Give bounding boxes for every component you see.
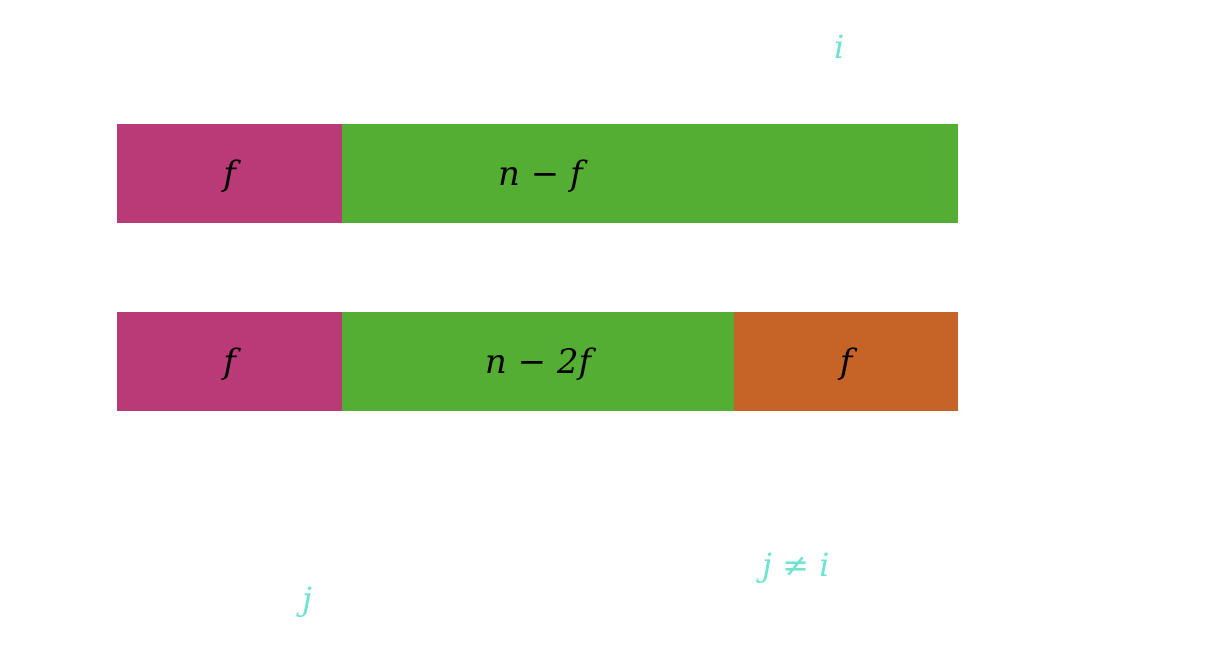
segment-other: f xyxy=(734,312,958,411)
segment-faulty: f xyxy=(117,312,342,411)
segment-correct: n − 2f xyxy=(342,312,734,411)
segment-correct: n − f xyxy=(342,124,958,223)
label-j: j xyxy=(302,580,312,618)
segment-faulty: f xyxy=(117,124,342,223)
label-j-neq-i: j ≠ i xyxy=(762,546,830,584)
label-i: i xyxy=(834,28,845,66)
segment-correct-label: n − f xyxy=(498,153,583,194)
